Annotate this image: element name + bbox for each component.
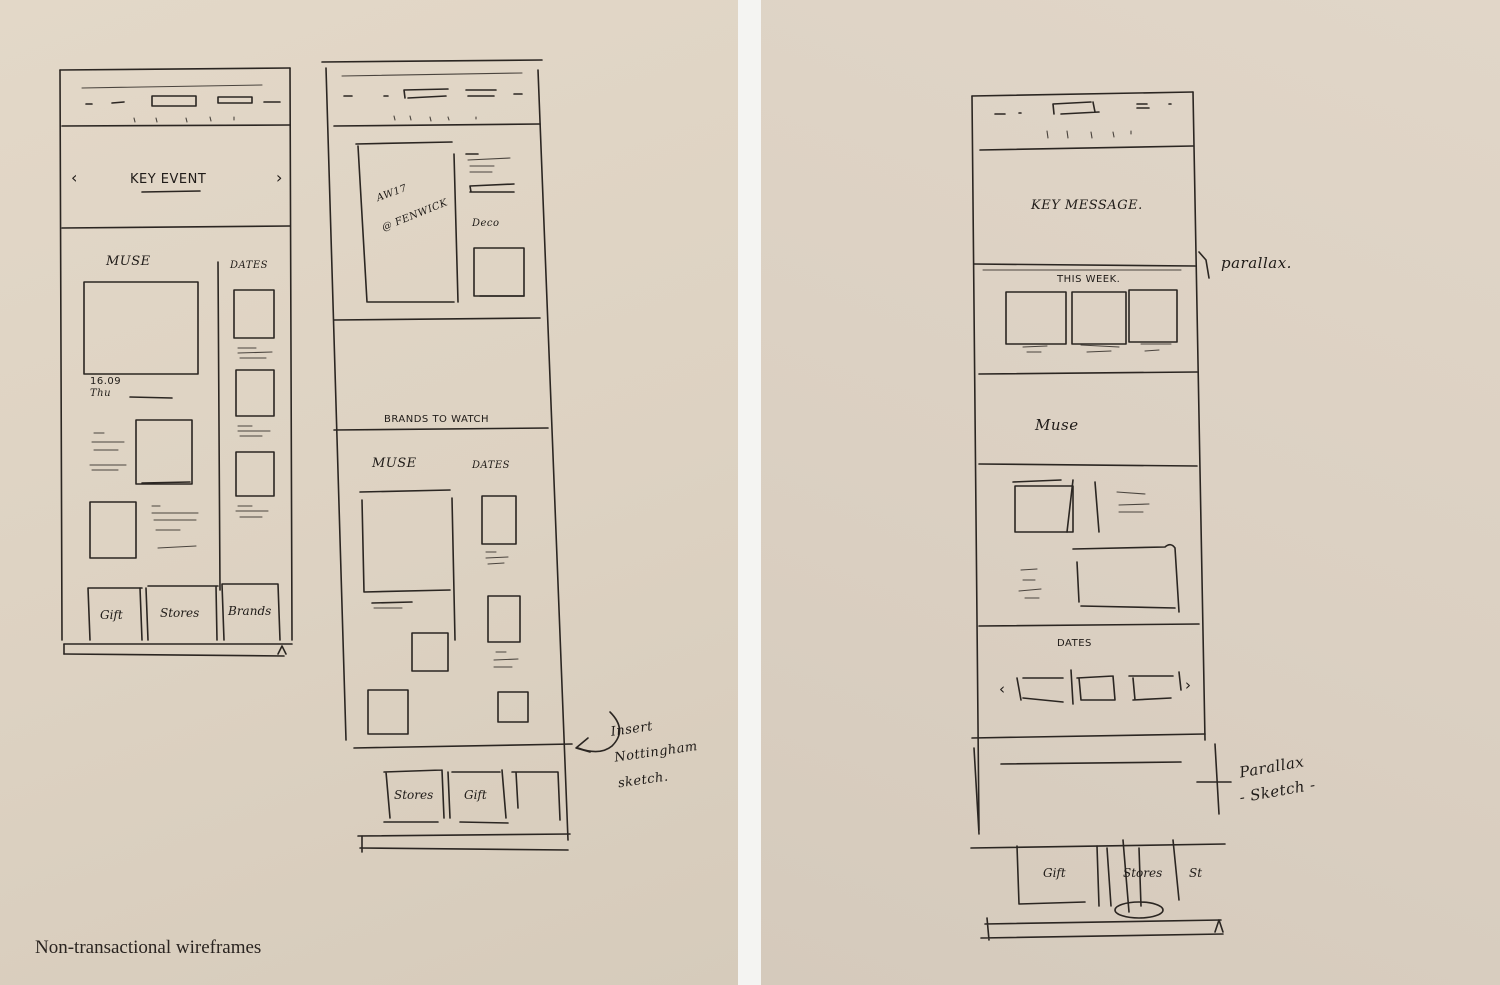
date-text: 16.09 — [90, 376, 122, 387]
parallax-annotation: parallax. — [1221, 254, 1292, 272]
date-sub: Thu — [90, 388, 112, 399]
stores-button[interactable]: Stores — [160, 606, 200, 620]
page-gap-divider — [738, 0, 761, 985]
st-button-3[interactable]: St — [1189, 866, 1203, 880]
this-week-heading: THIS WEEK. — [1057, 274, 1121, 285]
deco-label: Deco — [472, 218, 500, 229]
carousel-next-arrow[interactable]: › — [1185, 676, 1192, 694]
gift-button-3[interactable]: Gift — [1043, 866, 1066, 880]
carousel-prev-arrow[interactable]: ‹ — [999, 680, 1006, 698]
right-page-sketch-lines — [970, 91, 1232, 941]
wireframe-1-frame — [59, 67, 293, 657]
left-page-sketch-lines — [59, 59, 621, 853]
gift-button[interactable]: Gift — [100, 608, 123, 622]
wireframe-2-frame — [321, 59, 621, 853]
hero-prev-arrow[interactable]: ‹ — [71, 168, 78, 187]
dates-heading-2: DATES — [472, 460, 511, 471]
dates-heading: DATES — [230, 260, 269, 271]
dates-heading-3: DATES — [1057, 638, 1092, 649]
stores-button-3[interactable]: Stores — [1123, 866, 1163, 880]
muse-heading: MUSE — [106, 254, 151, 269]
muse-heading-2: MUSE — [372, 456, 417, 471]
right-paper-page: KEY MESSAGE. parallax. THIS WEEK. Muse D… — [761, 0, 1500, 985]
wireframe-3-frame — [970, 91, 1232, 941]
muse-heading-3: Muse — [1035, 416, 1079, 434]
stores-button-2[interactable]: Stores — [394, 788, 434, 802]
hero-next-arrow[interactable]: › — [276, 168, 283, 187]
gift-button-2[interactable]: Gift — [464, 788, 487, 802]
hero-label: KEY EVENT — [130, 172, 207, 187]
brands-button[interactable]: Brands — [228, 604, 272, 618]
key-message-label: KEY MESSAGE. — [1031, 198, 1143, 213]
insert-sketch-annotation: Insert Nottingham sketch. — [609, 719, 699, 792]
left-paper-page: ‹ › KEY EVENT MUSE DATES 16.09 Thu Gift … — [0, 0, 738, 985]
page-caption: Non-transactional wireframes — [35, 937, 262, 958]
brands-to-watch-heading: BRANDS TO WATCH — [384, 414, 490, 425]
